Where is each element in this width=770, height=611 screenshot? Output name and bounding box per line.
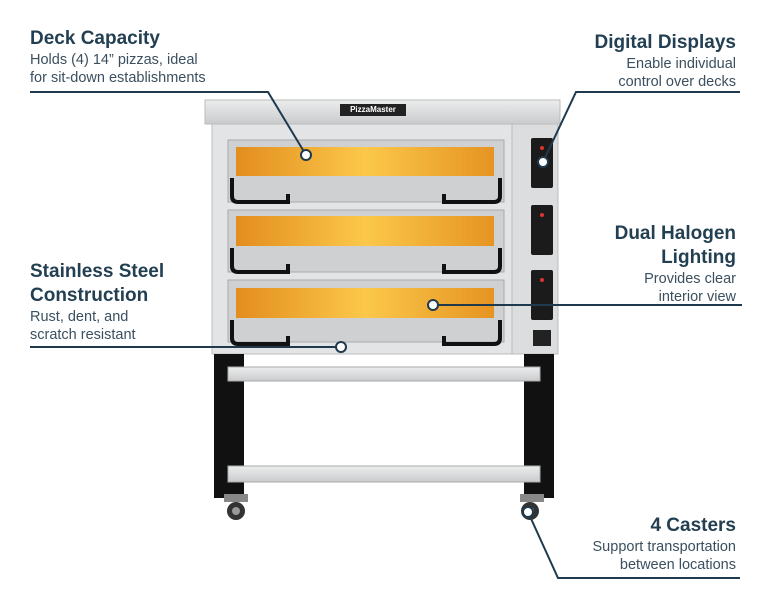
deck-2-handle-left — [230, 248, 290, 274]
casters-callout: 4 Casters Support transportation between… — [593, 514, 736, 574]
casters-leader — [527, 511, 740, 579]
digital-displays-desc-1: Enable individual — [626, 56, 736, 72]
halogen-title-1: Dual Halogen — [614, 223, 736, 244]
casters-desc-2: between locations — [619, 557, 736, 573]
halogen-title-2: Lighting — [661, 247, 736, 268]
deck-2-handle-right — [442, 248, 502, 274]
deck-1-window — [236, 147, 494, 176]
halogen-desc-1: Provides clear — [644, 271, 736, 287]
deck-capacity-leader — [30, 91, 307, 156]
casters-title: 4 Casters — [650, 515, 736, 536]
digital-display-3 — [531, 270, 553, 320]
digital-displays-callout: Digital Displays Enable individual contr… — [595, 31, 737, 91]
casters-marker — [522, 506, 534, 518]
stainless-steel-title-2: Construction — [30, 285, 149, 306]
halogen-desc-2: interior view — [658, 289, 736, 305]
stand-shelf-top — [227, 366, 541, 382]
deck-capacity-callout: Deck Capacity Holds (4) 14” pizzas, idea… — [30, 27, 206, 87]
brand-plate — [340, 104, 406, 116]
deck-3-handle-right — [442, 320, 502, 346]
halogen-callout: Dual Halogen Lighting Provides clear int… — [615, 222, 736, 306]
brand-label: PizzaMaster — [350, 105, 396, 114]
deck-capacity-desc-2: for sit-down establishments — [30, 70, 206, 86]
stainless-steel-desc-1: Rust, dent, and — [30, 309, 129, 325]
deck-2-window — [236, 216, 494, 246]
digital-displays-desc-2: control over decks — [618, 74, 736, 90]
stainless-steel-title-1: Stainless Steel — [30, 261, 165, 282]
deck-1-handle-right — [442, 178, 502, 204]
deck-1-handle-left — [230, 178, 290, 204]
digital-displays-title: Digital Displays — [594, 32, 737, 53]
stainless-steel-callout: Stainless Steel Construction Rust, dent,… — [30, 260, 164, 344]
deck-capacity-desc-1: Holds (4) 14” pizzas, ideal — [30, 52, 198, 68]
deck-capacity-marker — [300, 149, 312, 161]
digital-display-2 — [531, 205, 553, 255]
digital-displays-leader — [542, 91, 740, 163]
deck-3-handle-left — [230, 320, 290, 346]
stainless-steel-desc-2: scratch resistant — [30, 327, 136, 343]
digital-displays-marker — [537, 156, 549, 168]
deck-3-window — [236, 288, 494, 318]
caster-left — [224, 494, 248, 520]
halogen-marker — [427, 299, 439, 311]
stand-shelf-bottom — [227, 465, 541, 483]
deck-capacity-title: Deck Capacity — [30, 28, 160, 49]
casters-desc-1: Support transportation — [592, 539, 736, 555]
stainless-steel-marker — [335, 341, 347, 353]
power-switch — [533, 330, 551, 346]
